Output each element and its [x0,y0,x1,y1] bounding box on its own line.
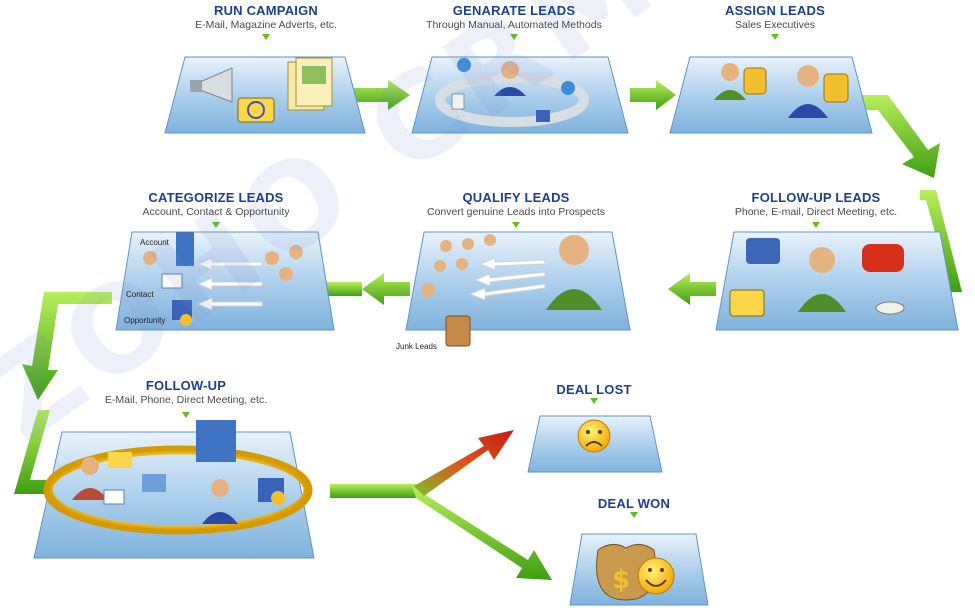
contact-label: Contact [126,290,154,299]
junk-leads-label: Junk Leads [396,342,437,351]
arrow-followup-to-qualify [668,273,716,305]
svg-text:$: $ [612,565,630,595]
stage-title-follow-up-leads: FOLLOW-UP LEADS [706,190,926,205]
stage-subtitle-run-campaign: E-Mail, Magazine Adverts, etc. [166,19,366,31]
email-icon [108,452,132,468]
arrow-to-deal-won [412,486,552,580]
tile-qualify-leads [406,232,630,330]
stage-title-run-campaign: RUN CAMPAIGN [166,3,366,18]
stage-subtitle-generate-leads: Through Manual, Automated Methods [414,19,614,31]
stage-subtitle-qualify-leads: Convert genuine Leads into Prospects [406,206,626,218]
connector-to-split [330,484,418,498]
happy-face-icon [638,558,674,594]
account-label: Account [140,238,169,247]
arrow-to-deal-lost [414,430,514,496]
stage-title-assign-leads: ASSIGN LEADS [675,3,875,18]
phone-icon [142,474,166,492]
arrow-assign-to-followup [862,95,940,178]
sad-face-icon [578,420,610,452]
stage-subtitle-categorize-leads: Account, Contact & Opportunity [106,206,326,218]
coins-icon [824,74,848,102]
mailbox-icon [862,244,904,272]
arrow-qualify-to-categorize [362,273,410,305]
trash-bin-icon [446,316,470,346]
stage-subtitle-follow-up-leads: Phone, E-mail, Direct Meeting, etc. [706,206,926,218]
building-icon [196,420,236,462]
stage-title-qualify-leads: QUALIFY LEADS [406,190,626,205]
opportunity-label: Opportunity [124,316,165,325]
contact-card-icon [104,490,124,504]
coffee-icon [876,302,904,314]
dollar-icon [271,491,285,505]
stage-title-generate-leads: GENARATE LEADS [414,3,614,18]
phone-icon [746,238,780,264]
stage-title-follow-up: FOLLOW-UP [76,378,296,393]
email-icon [730,290,764,316]
stage-title-categorize-leads: CATEGORIZE LEADS [106,190,326,205]
arrow-generate-to-assign [630,80,676,110]
stage-title-deal-lost: DEAL LOST [534,382,654,397]
email-icon [238,98,274,122]
stage-title-deal-won: DEAL WON [574,496,694,511]
stage-subtitle-assign-leads: Sales Executives [675,19,875,31]
stage-subtitle-follow-up: E-Mail, Phone, Direct Meeting, etc. [76,394,296,406]
coins-icon [744,68,766,94]
